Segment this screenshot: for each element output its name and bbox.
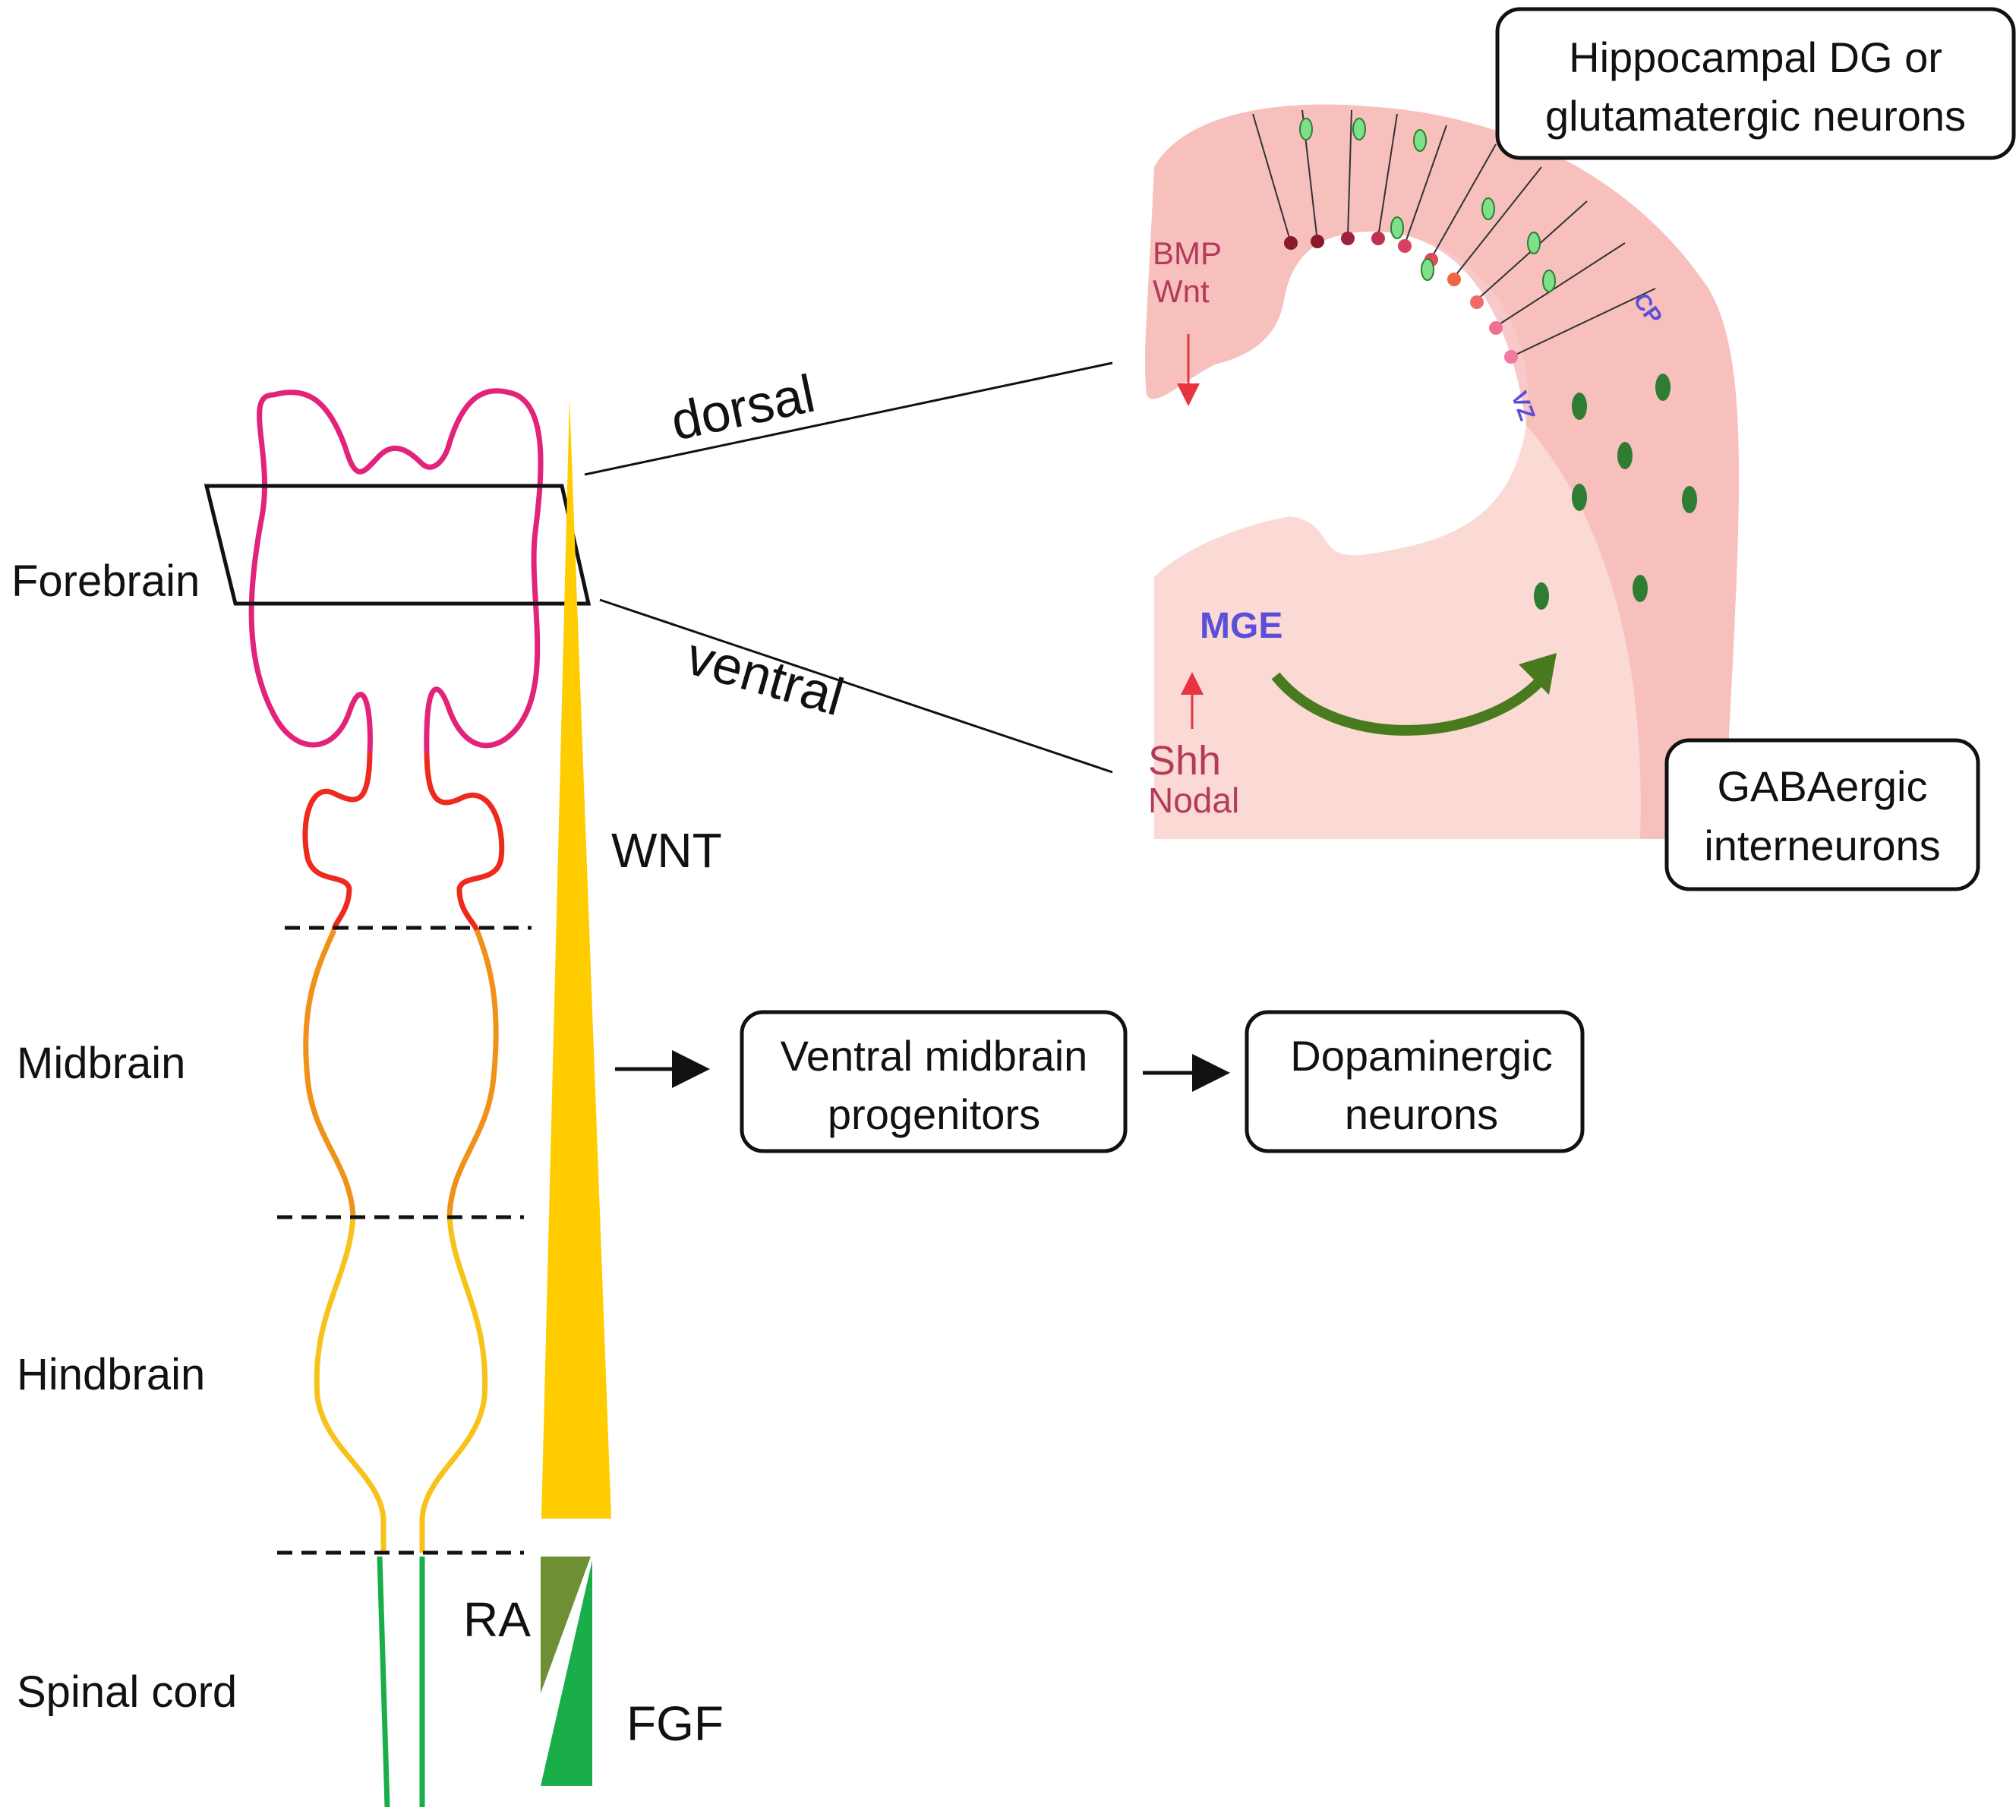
- spinal-cord-left: [377, 1556, 390, 1808]
- region-boundaries: [277, 926, 532, 1555]
- ra-gradient: [541, 1557, 591, 1693]
- section-plane: [203, 484, 592, 606]
- fgf-gradient: [541, 1560, 592, 1786]
- mge-arrowhead: [1519, 653, 1557, 695]
- label-hindbrain: Hindbrain: [17, 1350, 205, 1399]
- inset-label-mge: MGE: [1200, 606, 1282, 646]
- inset-label-bmp: BMP: [1153, 235, 1222, 271]
- telencephalon-inset: BMP Wnt Shh Nodal MGE VZ CP: [1145, 104, 1739, 839]
- mge-migration-arrow: [1271, 672, 1546, 736]
- box-hippocampal: Hippocampal DG or glutamatergic neurons: [1495, 7, 2016, 160]
- gaba-interneurons: [1534, 374, 1697, 610]
- label-wnt: WNT: [611, 823, 722, 878]
- forebrain-lower-left: [302, 752, 373, 931]
- label-ventral: ventral: [680, 626, 850, 727]
- box-ventral-midbrain: Ventral midbrain progenitors: [740, 1010, 1128, 1153]
- vz-cells: [1284, 232, 1518, 364]
- forebrain-contour: [248, 388, 544, 754]
- hindbrain-right: [419, 1214, 488, 1553]
- inset-label-nodal: Nodal: [1148, 781, 1239, 820]
- dorsal-line: [584, 361, 1113, 476]
- box-dopaminergic-line2: neurons: [1345, 1090, 1498, 1138]
- label-forebrain: Forebrain: [11, 557, 200, 606]
- radial-glia: [1252, 109, 1656, 358]
- midbrain-left: [303, 929, 356, 1216]
- label-spinal-cord: Spinal cord: [17, 1667, 237, 1717]
- inset-label-wnt: Wnt: [1153, 273, 1210, 309]
- forebrain-outline: [253, 383, 364, 752]
- midbrain-right: [446, 929, 499, 1216]
- box-ventral-midbrain-line1: Ventral midbrain: [781, 1032, 1088, 1080]
- box-hippocampal-line2: glutamatergic neurons: [1545, 92, 1966, 140]
- inset-dorsal-wall: [1145, 104, 1739, 839]
- box-ventral-midbrain-line2: progenitors: [828, 1090, 1040, 1138]
- wnt-gradient: [541, 399, 611, 1519]
- label-midbrain: Midbrain: [17, 1039, 185, 1088]
- box-gaba-line1: GABAergic: [1718, 762, 1928, 810]
- ventral-line: [599, 598, 1113, 774]
- label-ra: RA: [463, 1592, 531, 1647]
- box-hippocampal-line1: Hippocampal DG or: [1569, 33, 1942, 81]
- neural-tube: [248, 383, 544, 1808]
- glutamatergic-neurons: [1299, 118, 1556, 292]
- forebrain-lower-right: [424, 752, 505, 932]
- hindbrain-left: [314, 1214, 386, 1553]
- label-fgf: FGF: [626, 1696, 724, 1751]
- label-dorsal: dorsal: [666, 364, 820, 452]
- inset-label-shh: Shh: [1148, 738, 1221, 784]
- box-gaba: GABAergic interneurons: [1664, 738, 1980, 891]
- box-dopaminergic: Dopaminergic neurons: [1245, 1010, 1585, 1153]
- box-gaba-line2: interneurons: [1704, 822, 1940, 869]
- box-dopaminergic-line1: Dopaminergic: [1290, 1032, 1553, 1080]
